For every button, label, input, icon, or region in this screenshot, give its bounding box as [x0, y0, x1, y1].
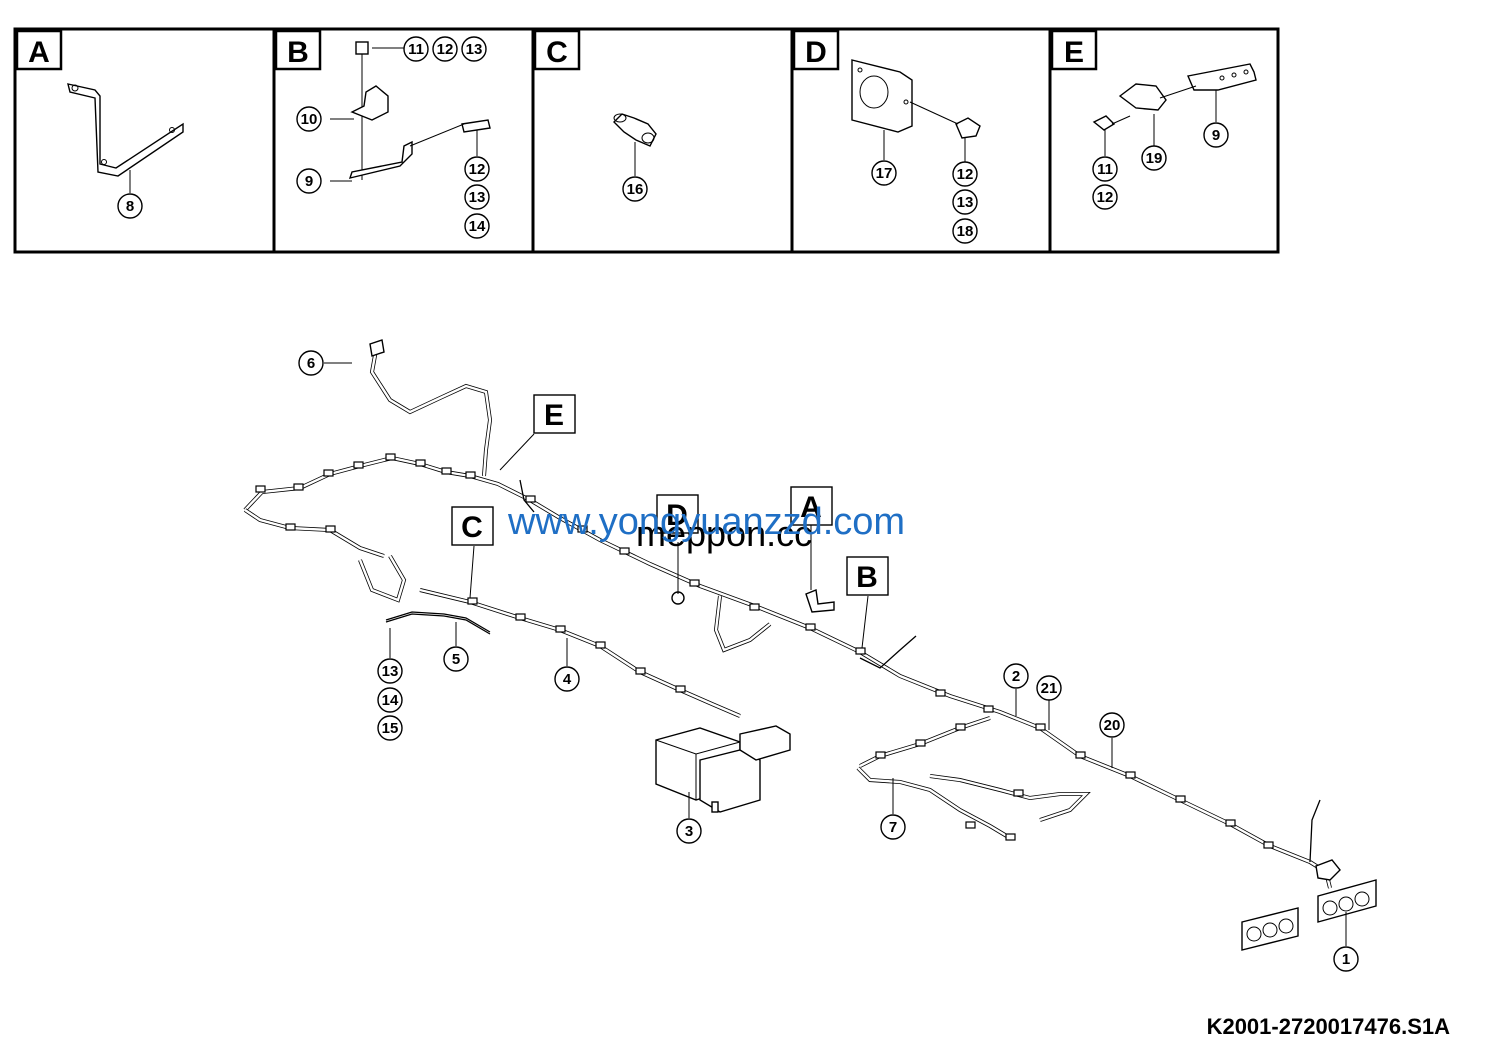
- svg-text:12: 12: [437, 41, 454, 58]
- callout-13m: 13: [377, 658, 403, 684]
- tag-b: B: [846, 556, 889, 596]
- callout-10: 10: [296, 106, 322, 132]
- callout-11: 11: [403, 36, 429, 62]
- main-callouts: 6 13 14 15 5 4 3 7 2 21 20 1: [298, 350, 1359, 972]
- svg-text:14: 14: [469, 218, 486, 235]
- callout-17: 17: [871, 160, 897, 186]
- callout-2: 2: [1003, 663, 1029, 689]
- drawing-id: K2001-2720017476.S1A: [1207, 1014, 1451, 1039]
- svg-text:4: 4: [563, 671, 572, 688]
- panel-b-letter: B: [287, 36, 309, 69]
- callout-14m: 14: [377, 687, 403, 713]
- svg-text:13: 13: [466, 41, 483, 58]
- callout-16: 16: [622, 176, 648, 202]
- svg-text:7: 7: [889, 819, 897, 836]
- svg-text:18: 18: [957, 223, 974, 240]
- tag-a: A: [790, 486, 833, 526]
- svg-text:16: 16: [627, 181, 644, 198]
- panel-e: E 9 19 11 12: [1050, 29, 1257, 210]
- svg-text:9: 9: [305, 173, 313, 190]
- detail-panels: A 8 B: [13, 27, 1280, 254]
- tag-e: E: [533, 394, 576, 434]
- watermark-url: www.yongyuanzzd.com: [507, 501, 905, 543]
- svg-text:11: 11: [1097, 161, 1113, 178]
- control-box-icon: [655, 725, 791, 813]
- svg-text:A: A: [800, 491, 822, 524]
- svg-text:19: 19: [1146, 150, 1163, 167]
- svg-text:C: C: [461, 511, 483, 544]
- svg-text:6: 6: [307, 355, 315, 372]
- callout-15: 15: [377, 715, 403, 741]
- svg-text:12: 12: [957, 166, 974, 183]
- panel-c-letter: C: [546, 36, 568, 69]
- svg-text:20: 20: [1104, 717, 1121, 734]
- svg-text:E: E: [544, 399, 564, 432]
- tag-c: C: [451, 506, 494, 546]
- panel-a-letter: A: [28, 36, 50, 69]
- wire-clip-16-icon: [613, 113, 657, 147]
- svg-text:17: 17: [876, 165, 893, 182]
- svg-text:B: B: [856, 561, 878, 594]
- panel-e-letter: E: [1064, 36, 1084, 69]
- panel-d-letter: D: [805, 36, 827, 69]
- svg-text:5: 5: [452, 651, 460, 668]
- svg-text:12: 12: [1097, 189, 1114, 206]
- svg-text:11: 11: [408, 41, 424, 58]
- callout-12: 12: [432, 36, 458, 62]
- callout-12d: 12: [952, 161, 978, 187]
- panel-a: A 8: [15, 29, 184, 219]
- callout-3: 3: [676, 818, 702, 844]
- bracket-17-icon: [851, 59, 981, 139]
- callout-11e: 11: [1092, 156, 1118, 182]
- rear-light-cluster-icon: [1241, 859, 1377, 951]
- callout-1: 1: [1333, 946, 1359, 972]
- svg-text:2: 2: [1012, 668, 1020, 685]
- harness-assembly: [243, 339, 1377, 951]
- callout-6: 6: [298, 350, 324, 376]
- callout-13: 13: [461, 36, 487, 62]
- svg-text:13: 13: [469, 189, 486, 206]
- callout-21: 21: [1036, 675, 1062, 701]
- svg-text:8: 8: [126, 198, 134, 215]
- svg-text:10: 10: [301, 111, 318, 128]
- panel-b: B 11 12 13 10 9 12 13 14: [274, 29, 491, 239]
- callout-9: 9: [296, 168, 322, 194]
- svg-text:13: 13: [382, 663, 399, 680]
- callout-12b: 12: [464, 156, 490, 182]
- watermark-meppon: meppon.cc: [636, 513, 812, 554]
- callout-18: 18: [952, 218, 978, 244]
- detail-tags: E C D A B: [451, 394, 889, 596]
- panel-d: D 17 12 13 18: [792, 29, 981, 244]
- svg-text:15: 15: [382, 720, 399, 737]
- svg-text:3: 3: [685, 823, 693, 840]
- svg-text:13: 13: [957, 194, 974, 211]
- main-callout-leaders: [324, 362, 1347, 946]
- clamp-bracket-19-icon: [1092, 63, 1257, 131]
- svg-text:12: 12: [469, 161, 486, 178]
- callout-13b: 13: [464, 184, 490, 210]
- callout-13d: 13: [952, 189, 978, 215]
- svg-text:9: 9: [1212, 127, 1220, 144]
- svg-text:1: 1: [1342, 951, 1350, 968]
- svg-text:21: 21: [1041, 680, 1058, 697]
- callout-12e: 12: [1092, 184, 1118, 210]
- callout-19: 19: [1141, 145, 1167, 171]
- svg-text:D: D: [666, 499, 688, 532]
- callout-9e: 9: [1203, 122, 1229, 148]
- callout-7: 7: [880, 814, 906, 840]
- callout-8: 8: [117, 193, 143, 219]
- tag-d: D: [656, 494, 699, 534]
- bracket-8-icon: [67, 83, 184, 177]
- panel-c: C 16: [533, 29, 657, 202]
- callout-4: 4: [554, 666, 580, 692]
- callout-5: 5: [443, 646, 469, 672]
- clamp-bracket-icon: [348, 41, 491, 180]
- svg-text:14: 14: [382, 692, 399, 709]
- callout-14: 14: [464, 213, 490, 239]
- callout-20: 20: [1099, 712, 1125, 738]
